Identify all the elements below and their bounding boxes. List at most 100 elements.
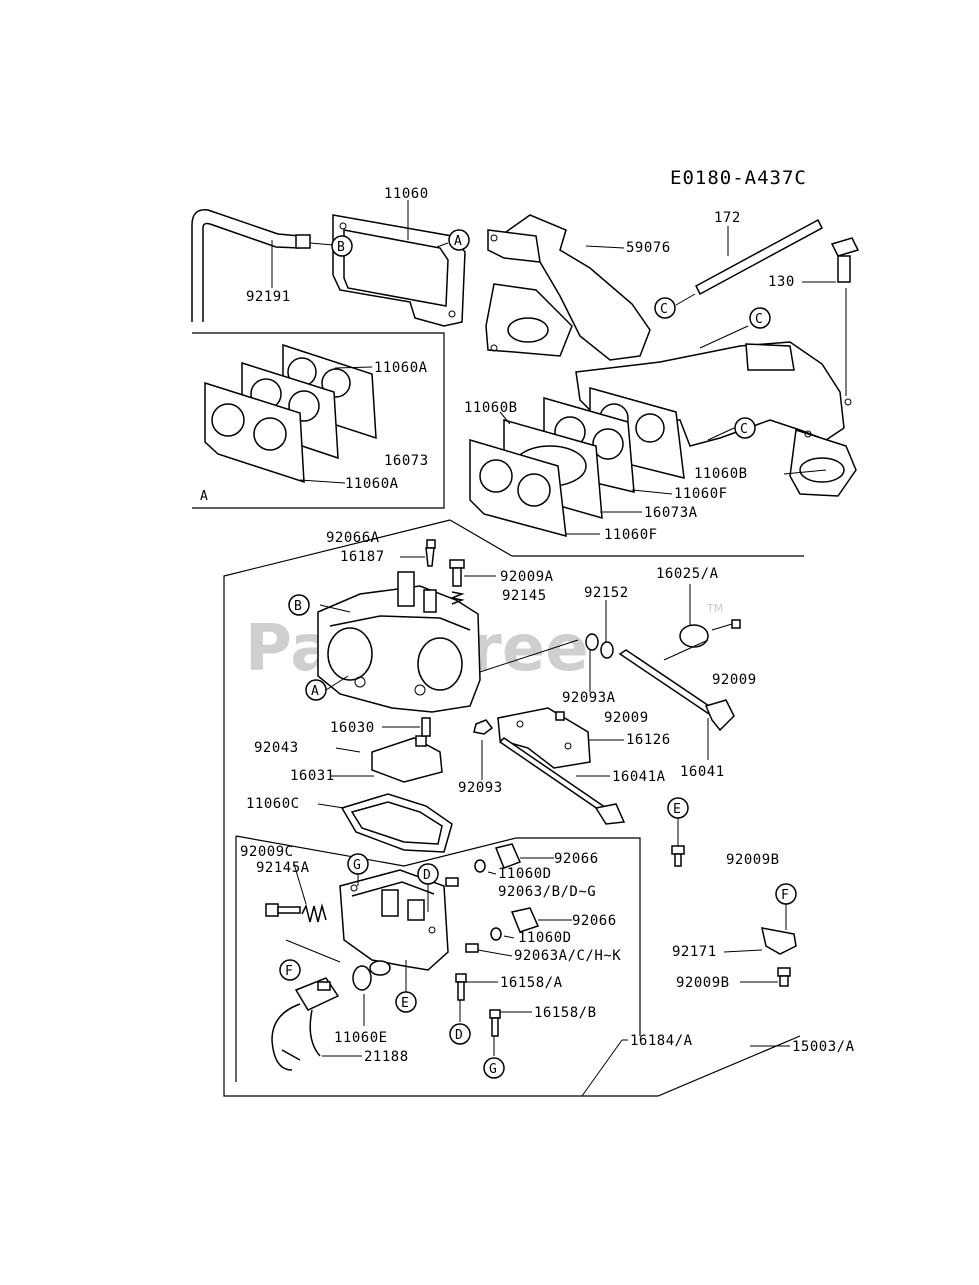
marker-c2: C bbox=[749, 307, 771, 329]
label-92152: 92152 bbox=[584, 585, 629, 601]
leader-a2 bbox=[325, 675, 349, 691]
svg-text:C: C bbox=[660, 302, 668, 317]
label-92009b-b: 92009B bbox=[676, 975, 730, 991]
svg-text:E: E bbox=[401, 996, 409, 1011]
leader-11060a-top bbox=[334, 366, 373, 369]
label-92066-b: 92066 bbox=[572, 913, 617, 929]
label-16126: 16126 bbox=[626, 732, 671, 748]
label-59076: 59076 bbox=[626, 240, 671, 256]
svg-text:D: D bbox=[423, 868, 431, 883]
leader-16184a bbox=[581, 1039, 623, 1097]
washers-92152-92093a bbox=[585, 633, 614, 659]
leader-shaft bbox=[663, 639, 709, 661]
label-92009-right: 92009 bbox=[712, 672, 757, 688]
screw-92009c bbox=[265, 903, 301, 917]
assy-box-left bbox=[223, 519, 801, 1097]
marker-e2: E bbox=[395, 991, 417, 1013]
nut-92093 bbox=[473, 719, 494, 735]
part-92066a bbox=[426, 539, 436, 549]
label-11060c: 11060C bbox=[246, 796, 300, 812]
leader-16025-screw bbox=[711, 623, 733, 631]
assy-box-top bbox=[449, 519, 804, 557]
bracket-92171 bbox=[761, 927, 797, 987]
marker-f2: F bbox=[775, 883, 797, 905]
label-92063achk: 92063A/C/H~K bbox=[514, 948, 621, 964]
label-16073: 16073 bbox=[384, 453, 429, 469]
svg-text:B: B bbox=[294, 599, 302, 614]
label-11060: 11060 bbox=[384, 186, 429, 202]
leader-c2 bbox=[699, 325, 749, 349]
svg-text:D: D bbox=[455, 1028, 463, 1043]
leader-11060f-top bbox=[631, 489, 673, 495]
float-bowl bbox=[339, 869, 449, 976]
label-92009-mid: 92009 bbox=[604, 710, 649, 726]
marker-g1: G bbox=[347, 853, 369, 875]
hose-92191 bbox=[191, 209, 311, 322]
leader-11060b-left bbox=[499, 411, 511, 425]
label-16158b: 16158/B bbox=[534, 1005, 597, 1021]
label-130: 130 bbox=[768, 274, 795, 290]
svg-text:A: A bbox=[454, 234, 462, 249]
needle-16030 bbox=[421, 717, 431, 737]
label-16041: 16041 bbox=[680, 764, 725, 780]
oring-11060e bbox=[352, 965, 372, 991]
label-16030: 16030 bbox=[330, 720, 375, 736]
label-92066-a: 92066 bbox=[554, 851, 599, 867]
label-172: 172 bbox=[714, 210, 741, 226]
label-92093a: 92093A bbox=[562, 690, 616, 706]
label-16031: 16031 bbox=[290, 768, 335, 784]
label-21188: 21188 bbox=[364, 1049, 409, 1065]
label-16158a: 16158/A bbox=[500, 975, 563, 991]
leader-59076 bbox=[585, 245, 625, 249]
bolt-130 bbox=[830, 237, 860, 283]
label-92043: 92043 bbox=[254, 740, 299, 756]
gasket-11060c bbox=[340, 793, 453, 853]
label-92009b-a: 92009B bbox=[726, 852, 780, 868]
marker-d2: D bbox=[449, 1023, 471, 1045]
svg-text:F: F bbox=[781, 888, 789, 903]
leader-11060c bbox=[317, 803, 345, 809]
marker-b2: B bbox=[288, 594, 310, 616]
section-a-label: A bbox=[200, 489, 208, 504]
leader-carb-right bbox=[479, 639, 579, 673]
marker-c3: C bbox=[734, 417, 756, 439]
leader-c3 bbox=[707, 427, 735, 441]
label-16187: 16187 bbox=[340, 549, 385, 565]
screw-16158b bbox=[489, 1009, 501, 1037]
leader-92171 bbox=[723, 949, 763, 953]
svg-text:G: G bbox=[353, 858, 361, 873]
label-92093: 92093 bbox=[458, 780, 503, 796]
leader-92145a bbox=[293, 863, 307, 905]
plug-92066-a bbox=[445, 843, 522, 887]
shaft-16041 bbox=[618, 649, 735, 732]
label-11060f-bot: 11060F bbox=[604, 527, 658, 543]
label-11060a-bot: 11060A bbox=[345, 476, 399, 492]
svg-text:F: F bbox=[285, 964, 293, 979]
label-92191: 92191 bbox=[246, 289, 291, 305]
watermark-trademark: TM bbox=[706, 602, 723, 615]
marker-g2: G bbox=[483, 1057, 505, 1079]
label-11060b-left: 11060B bbox=[464, 400, 518, 416]
label-11060d-a: 11060D bbox=[498, 866, 552, 882]
leader-b1 bbox=[309, 242, 334, 246]
part-16187 bbox=[425, 547, 435, 567]
marker-a2: A bbox=[305, 679, 327, 701]
leader-b2 bbox=[319, 604, 351, 613]
marker-e1: E bbox=[667, 797, 689, 819]
spring-92145a bbox=[301, 903, 327, 923]
leader-f1 bbox=[285, 939, 341, 963]
label-92009a: 92009A bbox=[500, 569, 554, 585]
label-92145: 92145 bbox=[502, 588, 547, 604]
label-92145a: 92145A bbox=[256, 860, 310, 876]
leader-11060d-b bbox=[503, 935, 515, 939]
label-15003a: 15003/A bbox=[792, 1039, 855, 1055]
marker-f1: F bbox=[279, 959, 301, 981]
section-a-box bbox=[192, 332, 445, 509]
gasket-11060 bbox=[332, 214, 466, 327]
leader-11060a-bot bbox=[299, 479, 346, 484]
label-92066a: 92066A bbox=[326, 530, 380, 546]
pin-92043 bbox=[335, 747, 361, 753]
label-92063bdg: 92063/B/D~G bbox=[498, 884, 596, 900]
